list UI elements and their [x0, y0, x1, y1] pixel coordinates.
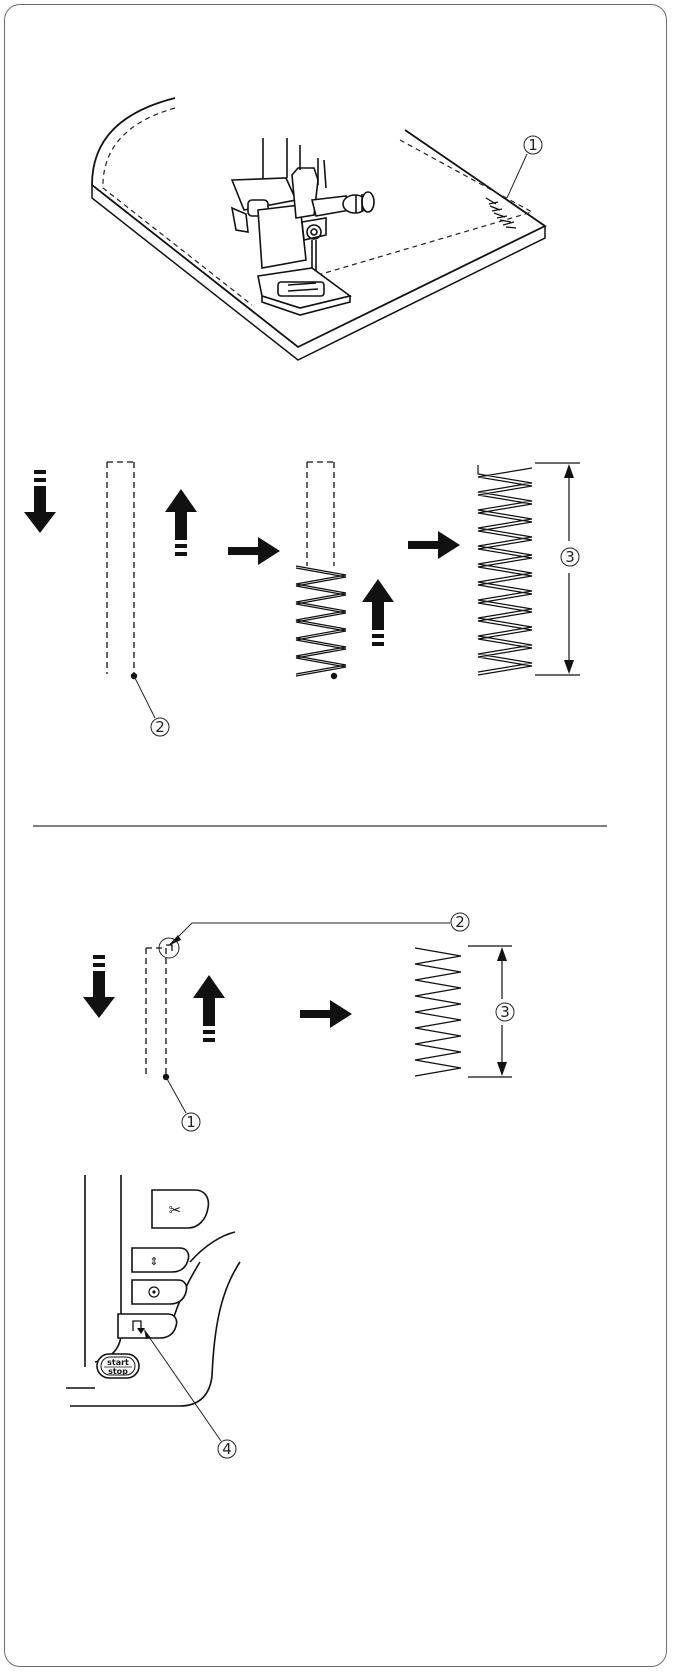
callout-number: 3 — [500, 1003, 510, 1021]
callout-number: 1 — [528, 136, 538, 154]
stop-label: stop — [108, 1367, 128, 1376]
lock-stitch-button[interactable] — [131, 1279, 188, 1305]
up-arrow-icon — [362, 579, 394, 646]
thread-cutter-button[interactable]: ✂ — [151, 1189, 210, 1229]
reverse-stitch-button[interactable] — [117, 1313, 178, 1339]
start-label: start — [107, 1358, 129, 1367]
needle-up-down-icon: ⇕ — [149, 1255, 158, 1268]
right-arrow-icon — [408, 531, 460, 559]
callout-number: 1 — [186, 1113, 196, 1131]
figure-1-presser-foot: 1 — [91, 97, 547, 361]
needle-up-down-button[interactable]: ⇕ — [131, 1247, 190, 1273]
bartack-stitch — [485, 197, 517, 229]
page-frame — [4, 4, 667, 1667]
down-arrow-icon — [24, 470, 56, 533]
reverse-stitch-icon — [132, 1320, 142, 1331]
up-arrow-icon — [193, 975, 225, 1042]
lock-stitch-icon — [148, 1286, 160, 1298]
start-stop-button[interactable]: start stop — [96, 1353, 140, 1379]
presser-foot — [230, 138, 375, 316]
down-arrow-icon — [83, 955, 115, 1018]
callout-number: 4 — [222, 1440, 232, 1458]
callout-number: 2 — [155, 718, 165, 736]
callout-number: 2 — [455, 913, 465, 931]
up-arrow-icon — [165, 489, 197, 556]
right-arrow-icon — [300, 1000, 352, 1028]
scissors-icon: ✂ — [169, 1201, 182, 1219]
figure-2-bartack-sequence: 2 — [24, 461, 580, 737]
right-arrow-icon — [228, 537, 280, 565]
figure-4-machine-buttons: ✂ ⇕ start stop 4 — [66, 1175, 241, 1459]
figure-3-bartack-reverse: 1 2 3 — [83, 912, 515, 1132]
callout-number: 3 — [565, 548, 575, 566]
